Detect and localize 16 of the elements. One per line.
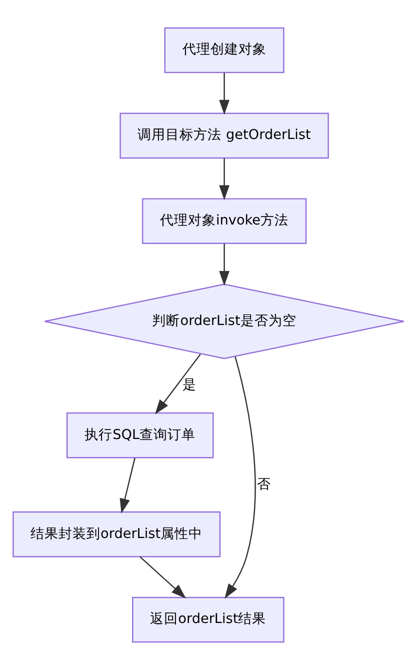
node-box: 代理创建对象 xyxy=(164,26,284,73)
arrow xyxy=(224,356,256,598)
arrow xyxy=(219,72,230,114)
arrow xyxy=(120,457,136,514)
arrow xyxy=(154,353,201,414)
edge-label: 否 xyxy=(256,476,271,492)
node-diamond: 判断orderList是否为空 xyxy=(44,283,404,359)
arrow xyxy=(140,556,186,598)
node-box: 返回orderList结果 xyxy=(132,596,284,642)
node-box: 执行SQL查询订单 xyxy=(66,412,214,458)
arrow xyxy=(219,243,230,286)
arrow xyxy=(219,158,230,200)
node-box: 结果封装到orderList属性中 xyxy=(12,510,221,557)
node-box: 代理对象invoke方法 xyxy=(142,198,307,244)
edge-label: 是 xyxy=(182,376,197,393)
node-box: 调用目标方法 getOrderList xyxy=(120,112,329,158)
